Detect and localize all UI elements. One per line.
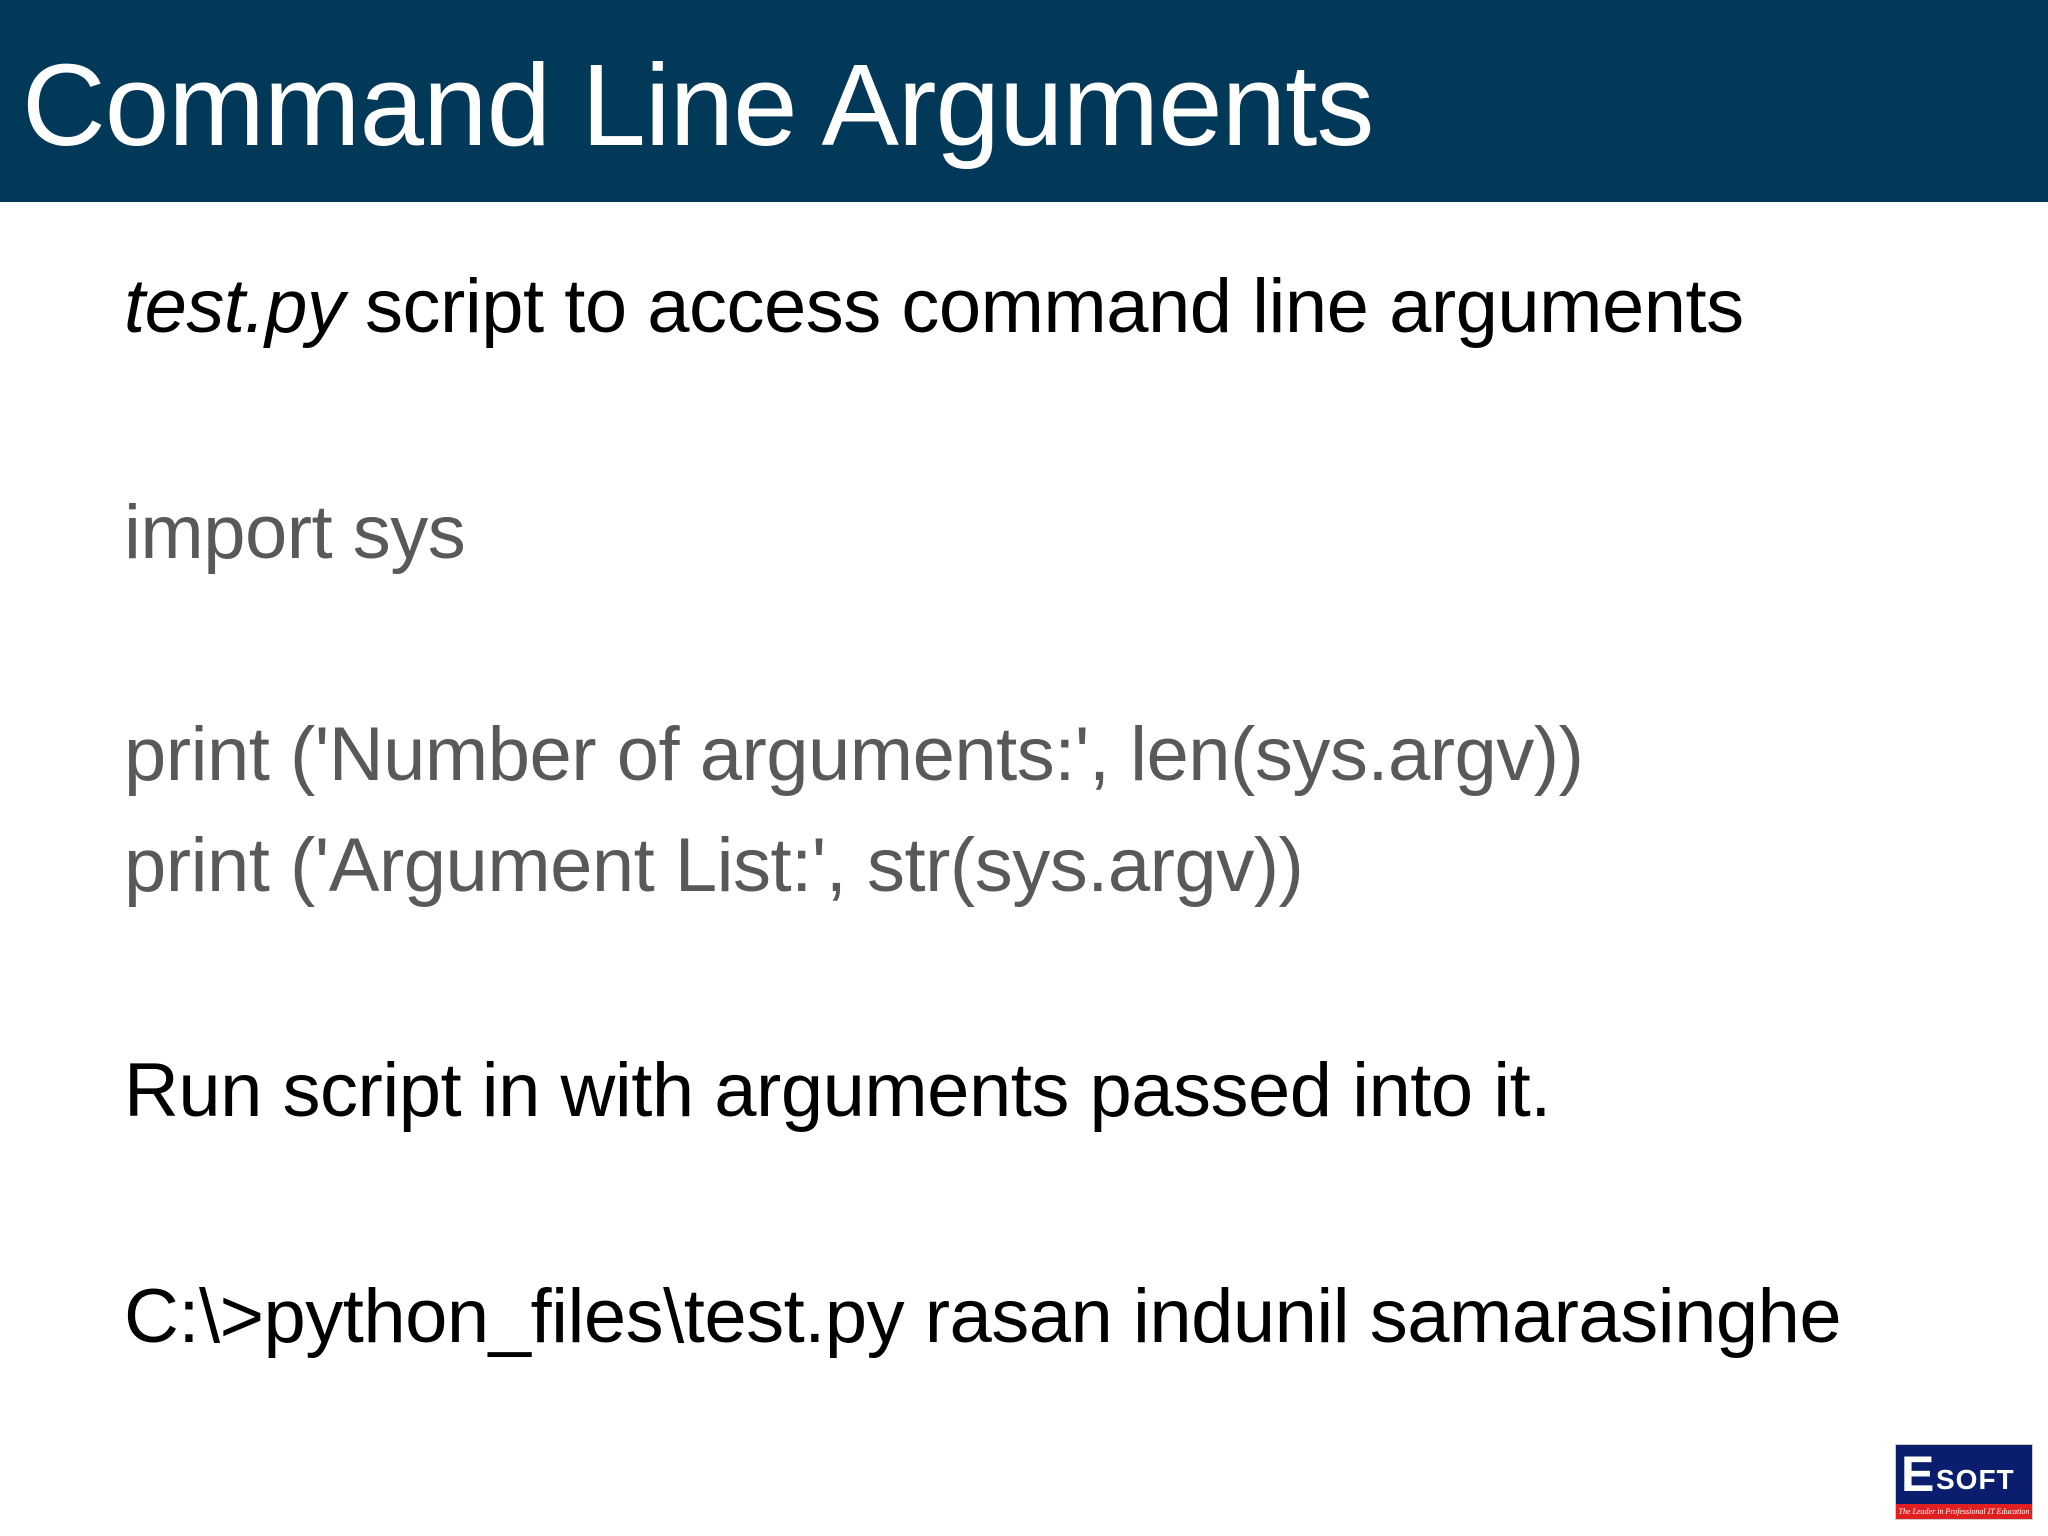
script-name: test.py [124, 264, 345, 349]
command-example: C:\>python_files\test.py rasan indunil s… [124, 1274, 1842, 1359]
logo-letters-soft: SOFT [1936, 1464, 2015, 1495]
logo-letter-e: E [1901, 1446, 1935, 1502]
logo-tagline: The Leader in Professional IT Education [1896, 1504, 2032, 1519]
code-line-import: import sys [124, 490, 466, 575]
title-bar: Command Line Arguments [0, 0, 2048, 202]
esoft-logo: E SOFT The Leader in Professional IT Edu… [1895, 1444, 2033, 1520]
code-line-print-count: print ('Number of arguments:', len(sys.a… [124, 712, 1584, 797]
code-line-print-list: print ('Argument List:', str(sys.argv)) [124, 823, 1304, 908]
intro-rest: script to access command line arguments [344, 264, 1744, 349]
slide-title: Command Line Arguments [22, 40, 1374, 170]
run-instruction: Run script in with arguments passed into… [124, 1048, 1551, 1133]
intro-text: test.py script to access command line ar… [124, 262, 1744, 352]
